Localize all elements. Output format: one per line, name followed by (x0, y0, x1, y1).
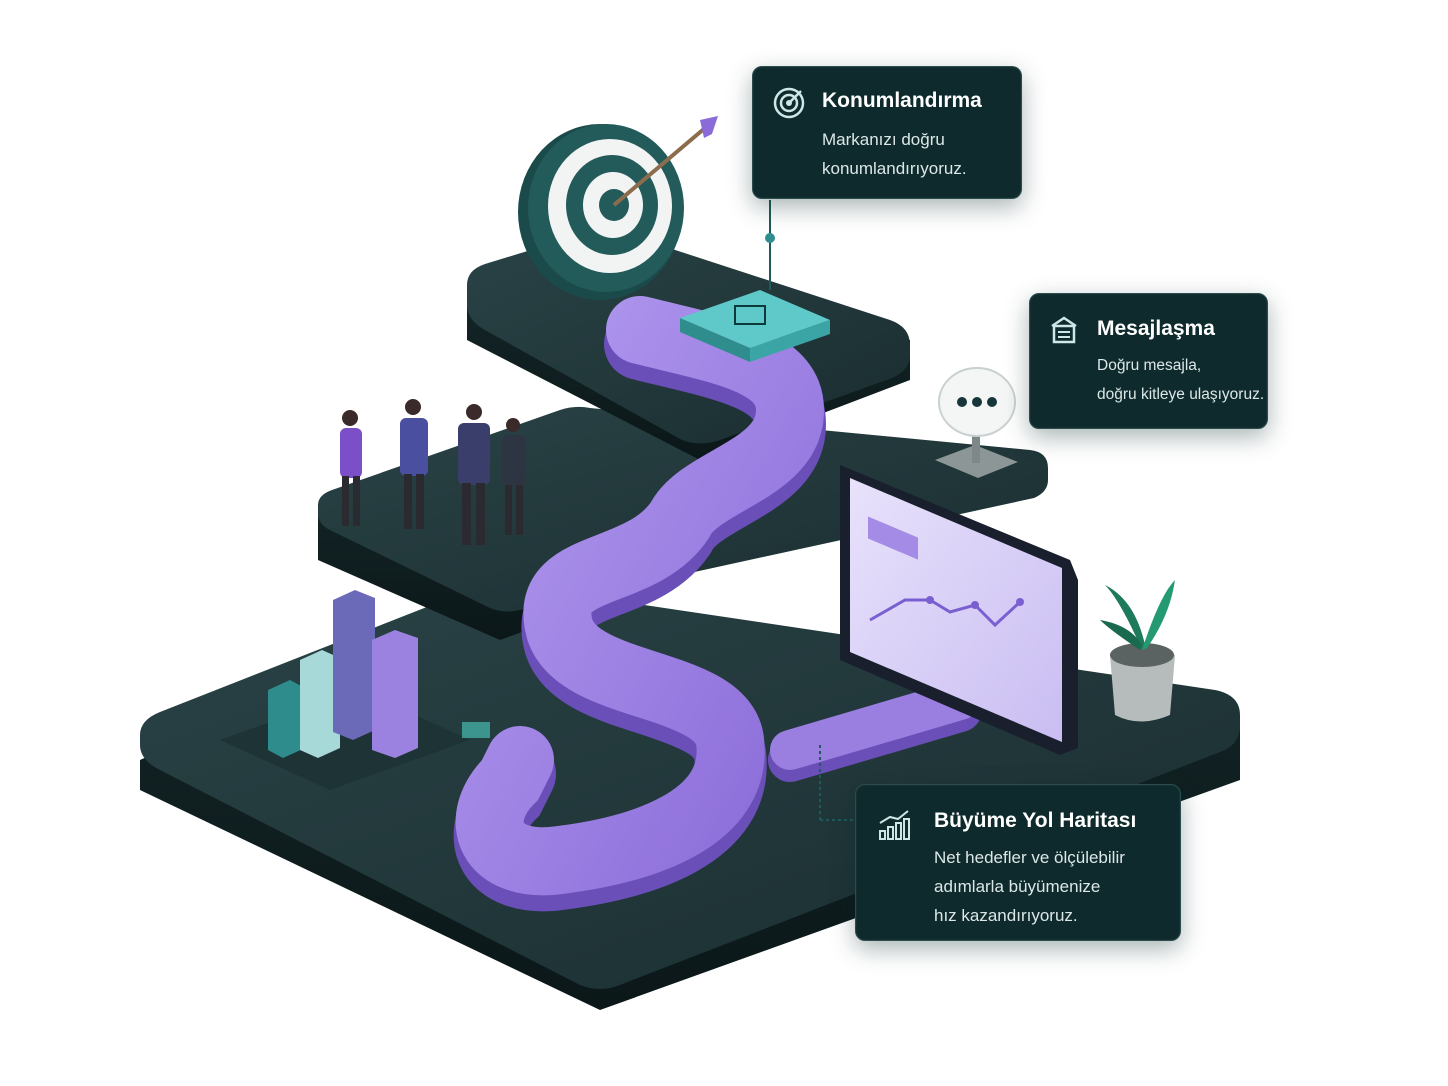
glow-tile (680, 290, 830, 362)
positioning-card: Konumlandırma Markanızı doğru konumlandı… (752, 66, 1022, 199)
positioning-title: Konumlandırma (822, 89, 982, 112)
positioning-description: Markanızı doğru konumlandırıyoruz. (822, 125, 967, 183)
messaging-line-1: Doğru mesajla, (1097, 357, 1202, 374)
growth-line-3: hız kazandırıyoruz. (934, 906, 1078, 925)
growth-chart-icon (879, 810, 910, 840)
messaging-description: Doğru mesajla, doğru kitleye ulaşıyoruz. (1097, 351, 1264, 409)
positioning-line-1: Markanızı doğru (822, 130, 945, 149)
bar-chart-model (220, 590, 470, 790)
messaging-card: Mesajlaşma Doğru mesajla, doğru kitleye … (1029, 293, 1268, 429)
positioning-line-2: konumlandırıyoruz. (822, 159, 967, 178)
person-4 (502, 418, 526, 535)
roadmap-path (453, 296, 982, 912)
growth-line-2: adımlarla büyümenize (934, 877, 1101, 896)
growth-title: Büyüme Yol Haritası (934, 809, 1137, 832)
growth-description: Net hedefler ve ölçülebilir adımlarla bü… (934, 843, 1125, 930)
messaging-line-2: doğru kitleye ulaşıyoruz. (1097, 386, 1265, 403)
target-icon (518, 116, 718, 300)
target-icon (773, 87, 805, 119)
chat-bubble-model (935, 367, 1018, 478)
megaphone-icon (1051, 316, 1077, 344)
person-1 (340, 410, 362, 526)
plant-model (1100, 580, 1175, 722)
monitor-model (840, 465, 1078, 755)
person-2 (400, 399, 428, 529)
person-3 (458, 404, 490, 545)
glow-details (462, 200, 855, 821)
growth-roadmap-card: Büyüme Yol Haritası Net hedefler ve ölçü… (855, 784, 1181, 941)
team-figures (340, 399, 526, 545)
growth-line-1: Net hedefler ve ölçülebilir (934, 848, 1125, 867)
messaging-title: Mesajlaşma (1097, 317, 1215, 340)
